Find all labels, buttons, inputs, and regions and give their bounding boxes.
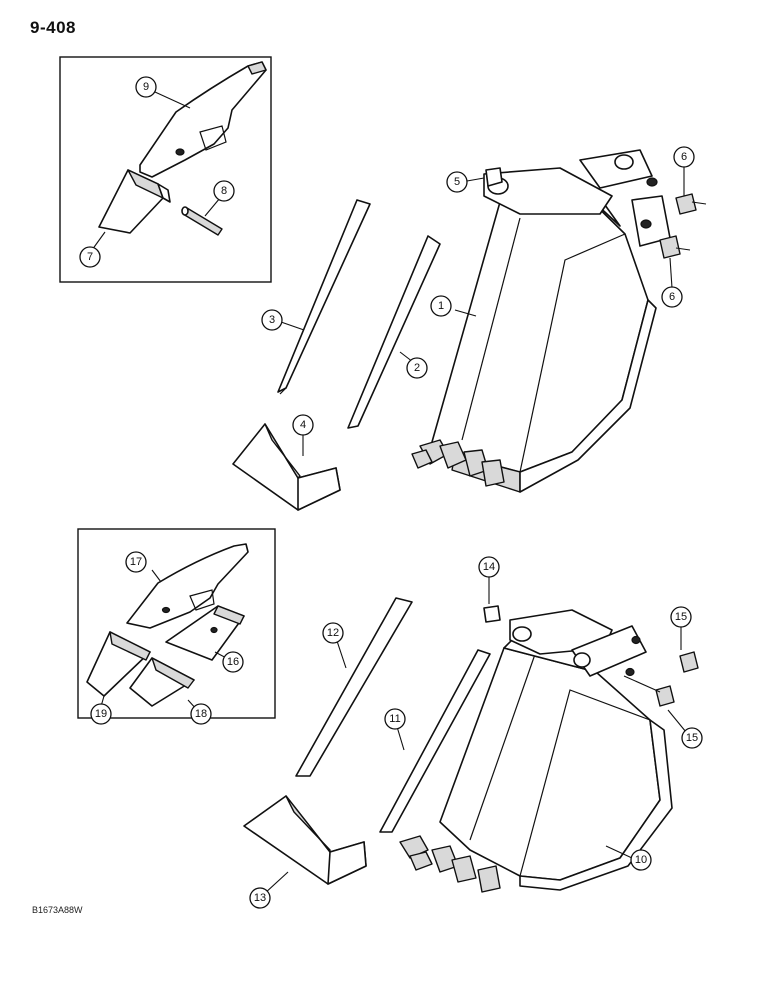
bushing-14 (483, 605, 501, 623)
callout-19: 19 (90, 703, 112, 725)
callout-label-11: 11 (389, 713, 400, 725)
callout-label-18: 18 (195, 708, 207, 720)
bushing-15-lower (623, 675, 675, 707)
callout-label-1: 1 (438, 300, 444, 312)
callout-label-9: 9 (143, 81, 149, 93)
bottom-inset-frame (77, 528, 276, 719)
callout-label-6-lower: 6 (669, 291, 675, 303)
callout-7: 7 (79, 246, 101, 268)
bucket-1 (411, 149, 671, 493)
callout-18: 18 (190, 703, 212, 725)
callout-4: 4 (292, 414, 314, 436)
adapter-7 (98, 169, 171, 234)
callout-label-2: 2 (414, 362, 420, 374)
callout-label-15-lower: 15 (686, 732, 698, 744)
callout-label-19: 19 (95, 708, 107, 720)
callout-12: 12 (322, 622, 344, 644)
bushing-15-upper (679, 651, 699, 673)
callout-label-14: 14 (483, 561, 495, 573)
callout-label-17: 17 (130, 556, 142, 568)
callout-17: 17 (125, 551, 147, 573)
callout-label-13: 13 (254, 892, 266, 904)
callout-13: 13 (249, 887, 271, 909)
callout-15-upper: 15 (670, 606, 692, 628)
callout-6-upper: 6 (673, 146, 695, 168)
callout-16: 16 (222, 651, 244, 673)
callout-label-3: 3 (269, 314, 275, 326)
figure-code: B1673A88W (32, 905, 83, 915)
callout-10: 10 (630, 849, 652, 871)
bushing-5 (485, 167, 503, 187)
side-cutter-2 (347, 235, 441, 429)
callout-label-5: 5 (454, 176, 460, 188)
callout-label-8: 8 (221, 185, 227, 197)
side-cutter-11 (379, 649, 491, 833)
page-number: 9-408 (30, 18, 76, 37)
pin-8 (181, 206, 223, 236)
callout-label-4: 4 (300, 419, 306, 431)
tooth-9 (139, 61, 267, 178)
callout-1: 1 (430, 295, 452, 317)
top-inset-frame (59, 56, 272, 283)
callout-label-10: 10 (635, 854, 647, 866)
adapter-19 (86, 631, 151, 697)
callout-9: 9 (135, 76, 157, 98)
callout-5: 5 (446, 171, 468, 193)
cutting-edge-13 (243, 795, 367, 885)
tooth-17 (126, 543, 249, 629)
callout-14: 14 (478, 556, 500, 578)
side-cutter-12 (295, 597, 413, 777)
cutting-edge-4 (232, 423, 341, 511)
callout-3: 3 (261, 309, 283, 331)
callout-15-lower: 15 (681, 727, 703, 749)
callout-label-16: 16 (227, 656, 239, 668)
callout-6-lower: 6 (661, 286, 683, 308)
callout-2: 2 (406, 357, 428, 379)
callout-8: 8 (213, 180, 235, 202)
adapter-18 (129, 657, 195, 707)
bushing-6-upper (675, 193, 707, 215)
callout-label-15-upper: 15 (675, 611, 687, 623)
callout-label-7: 7 (87, 251, 93, 263)
adapter-16 (165, 605, 245, 661)
callout-11: 11 (384, 708, 406, 730)
callout-label-12: 12 (327, 627, 339, 639)
side-cutter-3 (277, 199, 371, 395)
bucket-10 (399, 609, 673, 893)
callout-label-6-upper: 6 (681, 151, 687, 163)
bushing-6-lower (659, 235, 691, 259)
